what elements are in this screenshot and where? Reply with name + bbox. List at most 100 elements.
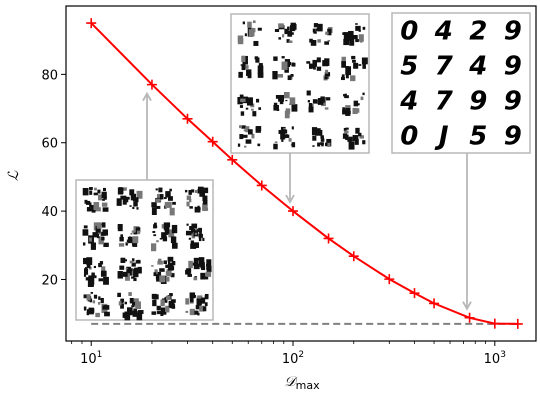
- sample-pixel: [190, 243, 197, 249]
- sample-pixel: [196, 297, 203, 302]
- sample-image: 4: [434, 17, 453, 47]
- sample-pixel: [312, 135, 317, 141]
- sample-pixel: [190, 228, 195, 233]
- sample-pixel: [162, 234, 165, 237]
- sample-image: [150, 222, 178, 252]
- sample-image: [342, 127, 366, 150]
- sample-pixel: [251, 133, 255, 139]
- sample-pixel: [352, 59, 356, 63]
- sample-pixel: [198, 227, 202, 233]
- sample-pixel: [344, 93, 347, 97]
- sample-pixel: [156, 305, 161, 311]
- sample-pixel: [167, 224, 170, 228]
- sample-pixel: [126, 266, 132, 273]
- sample-pixel: [206, 265, 212, 273]
- sample-pixel: [136, 312, 143, 321]
- sample-pixel: [131, 262, 136, 267]
- sample-image: [342, 23, 366, 46]
- data-point-marker: [464, 312, 475, 323]
- sample-pixel: [291, 142, 296, 148]
- sample-pixel: [117, 292, 121, 298]
- sample-pixel: [187, 273, 192, 277]
- sample-pixel: [341, 60, 346, 68]
- sample-image: [340, 55, 368, 82]
- sample-pixel: [169, 188, 172, 192]
- sample-pixel: [190, 240, 194, 246]
- sample-pixel: [95, 312, 100, 318]
- sample-pixel: [155, 271, 162, 280]
- sample-pixel: [317, 39, 321, 43]
- data-point-marker: [227, 154, 238, 165]
- sample-pixel: [164, 196, 167, 200]
- sample-pixel: [291, 104, 298, 112]
- sample-pixel: [103, 276, 109, 285]
- sample-pixel: [118, 301, 122, 306]
- sample-pixel: [159, 275, 166, 283]
- sample-pixel: [341, 56, 346, 62]
- annotation-arrowhead: [462, 301, 472, 311]
- sample-pixel: [136, 259, 141, 264]
- sample-pixel: [257, 72, 264, 78]
- sample-pixel: [361, 57, 368, 65]
- sample-pixel: [125, 198, 129, 203]
- sample-pixel: [132, 311, 138, 317]
- sample-pixel: [237, 143, 241, 147]
- sample-pixel: [196, 298, 202, 306]
- sample-pixel: [312, 145, 315, 147]
- sample-pixel: [288, 40, 293, 43]
- sample-pixel: [284, 134, 290, 138]
- sample-pixel: [196, 302, 202, 307]
- sample-pixel: [257, 65, 264, 75]
- sample-digit: 9: [469, 87, 487, 117]
- sample-pixel: [194, 232, 198, 235]
- sample-pixel: [102, 198, 105, 201]
- sample-pixel: [343, 32, 350, 41]
- sample-pixel: [189, 226, 192, 230]
- sample-pixel: [165, 305, 170, 313]
- sample-pixel: [100, 270, 107, 277]
- sample-image: 7: [435, 87, 454, 117]
- sample-pixel: [241, 125, 246, 129]
- sample-pixel: [133, 201, 138, 207]
- sample-pixel: [166, 233, 169, 235]
- sample-pixel: [362, 140, 366, 145]
- sample-pixel: [158, 258, 162, 262]
- sample-pixel: [164, 229, 170, 234]
- sample-pixel: [255, 57, 260, 63]
- plot-area: [86, 18, 523, 329]
- sample-pixel: [248, 29, 255, 37]
- sample-pixel: [127, 236, 133, 244]
- sample-pixel: [190, 230, 193, 236]
- sample-pixel: [343, 38, 350, 46]
- sample-pixel: [308, 106, 314, 113]
- sample-pixel: [99, 261, 104, 265]
- sample-pixel: [284, 91, 290, 99]
- sample-digit: 4: [434, 17, 453, 47]
- sample-image: [83, 257, 109, 287]
- sample-pixel: [169, 304, 176, 309]
- sample-digit: 9: [504, 17, 522, 47]
- sample-pixel: [185, 230, 191, 236]
- sample-pixel: [188, 190, 192, 195]
- sample-pixel: [167, 262, 174, 271]
- sample-pixel: [345, 74, 349, 79]
- sample-pixel: [346, 33, 350, 36]
- sample-pixel: [316, 57, 321, 63]
- sample-pixel: [197, 189, 203, 194]
- sample-digit: 7: [435, 52, 454, 82]
- sample-pixel: [240, 111, 245, 116]
- sample-image: 2: [469, 17, 487, 47]
- sample-pixel: [92, 232, 98, 238]
- annotation-arrowhead: [285, 194, 295, 204]
- sample-pixel: [160, 299, 165, 307]
- sample-digit: 9: [504, 122, 522, 152]
- sample-pixel: [290, 74, 294, 77]
- sample-pixel: [133, 277, 137, 282]
- sample-pixel: [286, 39, 290, 43]
- sample-image: [309, 23, 333, 46]
- sample-pixel: [283, 127, 286, 130]
- sample-pixel: [83, 274, 87, 277]
- data-point-marker: [86, 18, 97, 29]
- data-point-marker: [207, 136, 218, 147]
- sample-pixel: [193, 228, 199, 237]
